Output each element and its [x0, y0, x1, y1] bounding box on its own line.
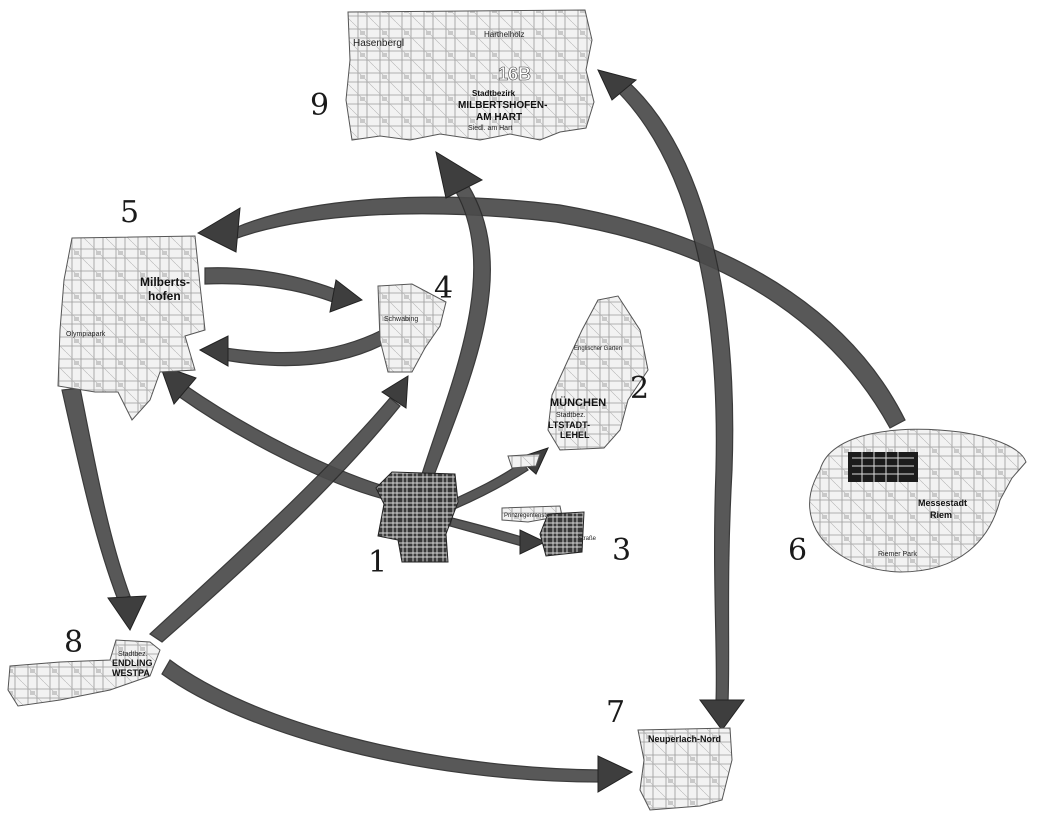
- map-piece-8: Stadtbez. ENDLING WESTPA: [8, 640, 160, 706]
- map-piece-3: Prinzregentenstr. Straße: [502, 506, 597, 556]
- map-text-riemer-park: Riemer Park: [878, 551, 917, 558]
- edge-1-to-5: [160, 365, 390, 500]
- map-text-milbertshofen: MILBERTSHOFEN-: [458, 100, 547, 111]
- map-text-stadtbez-2: Stadtbez.: [556, 412, 586, 419]
- node-label-5: 5: [120, 195, 139, 230]
- node-label-4: 4: [434, 271, 453, 306]
- map-text-stadtbez-8: Stadtbez.: [118, 651, 148, 658]
- node-label-8: 8: [64, 625, 83, 660]
- map-text-sendling: ENDLING: [112, 658, 153, 668]
- map-text-hasenbergl: Hasenbergl: [353, 38, 404, 49]
- map-text-altstadt: LTSTADT-: [548, 420, 590, 430]
- node-label-3: 3: [612, 533, 631, 568]
- map-text-westpark: WESTPA: [112, 668, 150, 678]
- map-text-messestadt: Messestadt: [918, 498, 967, 508]
- map-text-milberts: Milberts-: [140, 275, 190, 289]
- map-text-strasse: Straße: [578, 536, 597, 542]
- map-text-hofen: hofen: [148, 289, 181, 303]
- node-label-1: 1: [368, 545, 387, 580]
- map-text-stadtbezirk: Stadtbezirk: [472, 89, 516, 98]
- map-text-16b: 16B: [498, 64, 531, 84]
- node-label-7: 7: [606, 695, 625, 730]
- map-piece-9: Hasenbergl Harthelholz 16B Stadtbezirk M…: [346, 10, 594, 140]
- edge-5-to-8: [62, 388, 146, 630]
- map-text-am-hart: AM HART: [476, 112, 522, 123]
- map-text-olympiapark: Olympiapark: [66, 331, 106, 338]
- edge-4-to-5: [200, 330, 388, 366]
- edge-5-to-4: [205, 268, 362, 312]
- map-text-prinzregentenstr: Prinzregentenstr.: [504, 513, 550, 519]
- map-text-lehel: LEHEL: [560, 430, 590, 440]
- map-text-neuperlach-nord: Neuperlach-Nord: [648, 734, 721, 744]
- node-label-2: 2: [630, 371, 649, 406]
- edge-8-to-4: [150, 376, 408, 642]
- edge-6-to-5: [198, 197, 905, 428]
- map-piece-7: Neuperlach-Nord: [638, 728, 732, 810]
- map-text-muenchen: MÜNCHEN: [550, 396, 606, 409]
- map-piece-2: Englischer Garten MÜNCHEN Stadtbez. LTST…: [508, 296, 648, 468]
- map-text-siedl: Siedl. am Hart: [468, 125, 512, 132]
- map-text-schwabing: Schwabing: [384, 316, 418, 323]
- map-text-englischer-garten: Englischer Garten: [574, 346, 622, 352]
- map-text-riem: Riem: [930, 510, 952, 520]
- map-piece-1: [376, 472, 458, 562]
- node-label-9: 9: [310, 88, 329, 123]
- edge-8-to-7: [162, 660, 632, 792]
- edge-1-to-3: [450, 518, 545, 554]
- node-label-6: 6: [788, 533, 807, 568]
- map-piece-6: Messestadt Riem Riemer Park: [810, 429, 1026, 572]
- map-text-harthelholz: Harthelholz: [484, 30, 524, 39]
